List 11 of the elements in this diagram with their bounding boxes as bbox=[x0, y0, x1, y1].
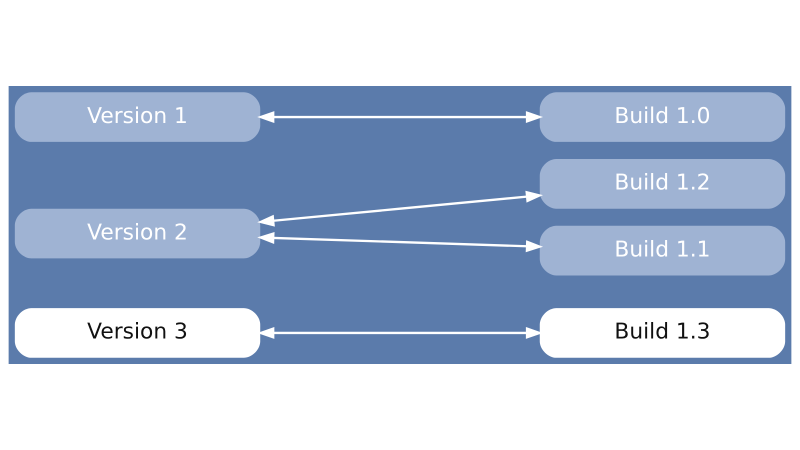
arrow bbox=[257, 232, 543, 252]
node-box: Build 1.2 bbox=[540, 159, 786, 209]
arrow bbox=[257, 111, 543, 124]
node-box: Build 1.0 bbox=[540, 92, 786, 142]
node-box: Build 1.1 bbox=[540, 226, 786, 276]
arrow bbox=[257, 190, 543, 227]
node-box: Version 3 bbox=[14, 308, 260, 358]
arrow bbox=[257, 326, 543, 339]
node-box: Version 2 bbox=[14, 208, 260, 258]
node-box: Build 1.3 bbox=[540, 308, 786, 358]
node-box: Version 1 bbox=[14, 92, 260, 142]
